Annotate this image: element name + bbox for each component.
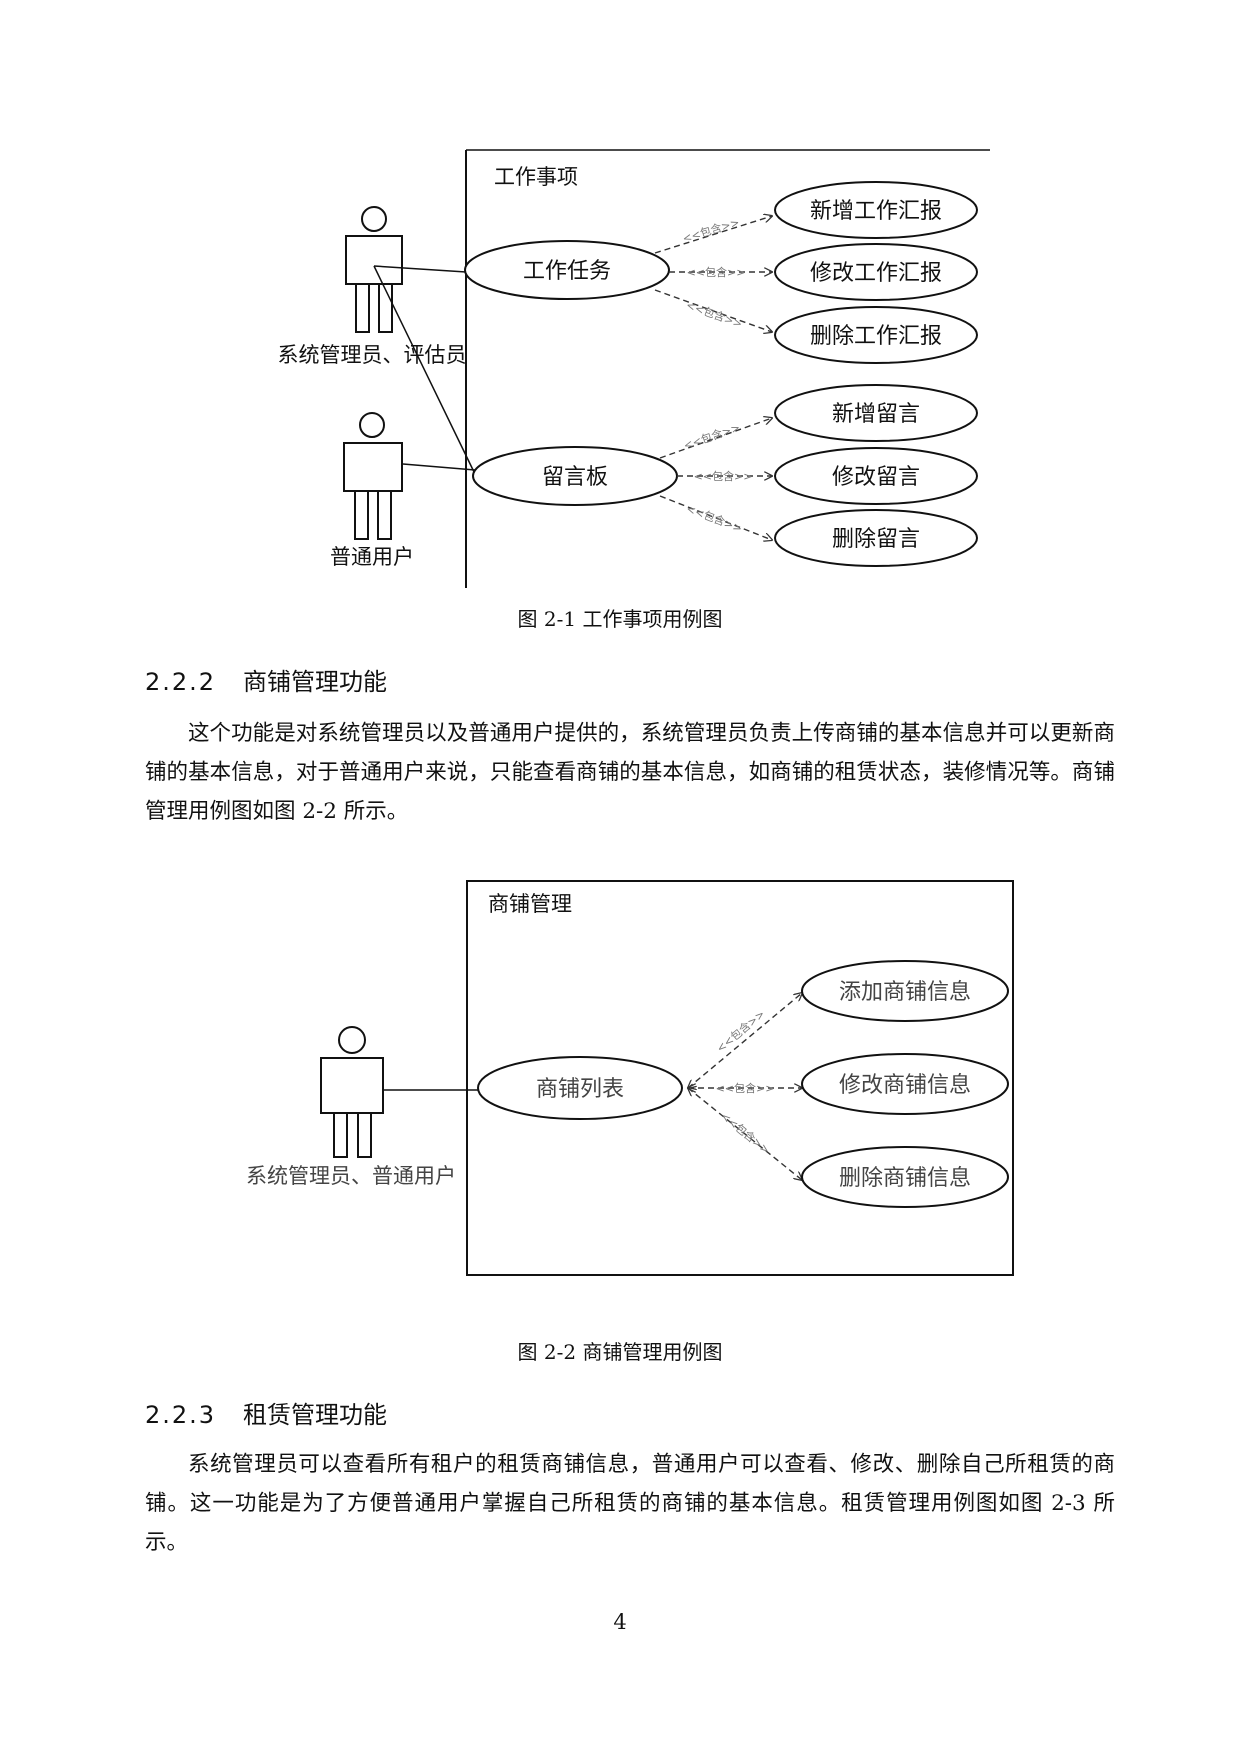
include-label: <<包含>>	[684, 501, 744, 535]
use-case-label: 修改留言	[832, 465, 920, 490]
section-title: 商铺管理功能	[243, 668, 387, 696]
use-case-label: 商铺列表	[536, 1077, 624, 1102]
include-arrow	[688, 993, 802, 1088]
include-arrow	[654, 289, 772, 332]
use-case-label: 删除商铺信息	[839, 1166, 971, 1191]
use-case-add-shop-info	[801, 960, 1009, 1022]
include-label: <<包含>>	[684, 298, 744, 331]
include-arrow	[654, 216, 772, 254]
actor-admin-normal-user-label: 系统管理员、普通用户	[246, 1164, 456, 1188]
use-case-edit-work-report	[774, 243, 978, 301]
use-case-label: 删除工作汇报	[810, 324, 942, 349]
figure-caption: 图 2-1 工作事项用例图	[517, 607, 723, 631]
include-label: <<包含>>	[681, 215, 741, 246]
association-line	[373, 265, 476, 475]
system-title: 商铺管理	[488, 892, 572, 916]
use-case-add-message	[774, 384, 978, 442]
use-case-label: 修改工作汇报	[810, 261, 942, 286]
use-case-add-work-report	[774, 181, 978, 239]
include-label: <<包含>>	[716, 1081, 775, 1095]
use-case-delete-message	[774, 509, 978, 567]
include-label: <<包含>>	[687, 265, 746, 279]
use-case-label: 新增工作汇报	[810, 199, 942, 224]
use-case-label: 新增留言	[832, 402, 920, 427]
figure-caption: 图 2-2 商铺管理用例图	[517, 1340, 723, 1364]
section-number: 2.2.2	[145, 668, 217, 696]
actor-normal-user-icon	[343, 412, 403, 540]
include-label: <<包含>>	[718, 1109, 773, 1157]
include-label: <<包含>>	[713, 1007, 767, 1056]
actor-admin-normal-user-icon	[320, 1026, 384, 1158]
section-heading: 2.2.3 租赁管理功能	[145, 1395, 387, 1430]
use-case-edit-shop-info	[801, 1053, 1009, 1115]
association-line	[373, 265, 467, 273]
use-case-label: 工作任务	[523, 259, 611, 284]
figure-2-2: 商铺管理 系统管理员、普通用户 商铺列表 <<包含>> <<包含>> <<包含>…	[246, 880, 1014, 1276]
use-case-label: 添加商铺信息	[839, 980, 971, 1005]
system-title: 工作事项	[494, 165, 578, 189]
include-label: <<包含>>	[694, 469, 753, 483]
include-arrow	[659, 495, 772, 540]
use-case-delete-shop-info	[801, 1146, 1009, 1208]
section-heading: 2.2.2 商铺管理功能	[145, 662, 387, 697]
use-case-label: 修改商铺信息	[839, 1073, 971, 1098]
use-case-label: 留言板	[542, 465, 608, 490]
system-boundary	[466, 880, 1014, 1276]
actor-admin-evaluator-label: 系统管理员、评估员	[278, 343, 467, 367]
section-number: 2.2.3	[145, 1401, 217, 1429]
use-case-work-task	[464, 240, 670, 300]
body-paragraph: 系统管理员可以查看所有租户的租赁商铺信息，普通用户可以查看、修改、删除自己所租赁…	[145, 1452, 1115, 1555]
page-number: 4	[613, 1610, 627, 1634]
use-case-edit-message	[774, 447, 978, 505]
actor-normal-user-label: 普通用户	[330, 545, 414, 569]
use-case-delete-work-report	[774, 306, 978, 364]
use-case-label: 删除留言	[832, 527, 920, 552]
association-line	[402, 463, 476, 471]
section-title: 租赁管理功能	[243, 1401, 387, 1429]
body-paragraph: 这个功能是对系统管理员以及普通用户提供的，系统管理员负责上传商铺的基本信息并可以…	[145, 721, 1115, 824]
figure-2-1: 工作事项 系统管理员、评估员 普通用户 工作任务 留言板	[278, 149, 990, 588]
include-arrow	[688, 1088, 802, 1180]
actor-admin-evaluator-icon	[345, 206, 403, 333]
use-case-shop-list	[477, 1056, 683, 1120]
include-label: <<包含>>	[682, 420, 742, 452]
